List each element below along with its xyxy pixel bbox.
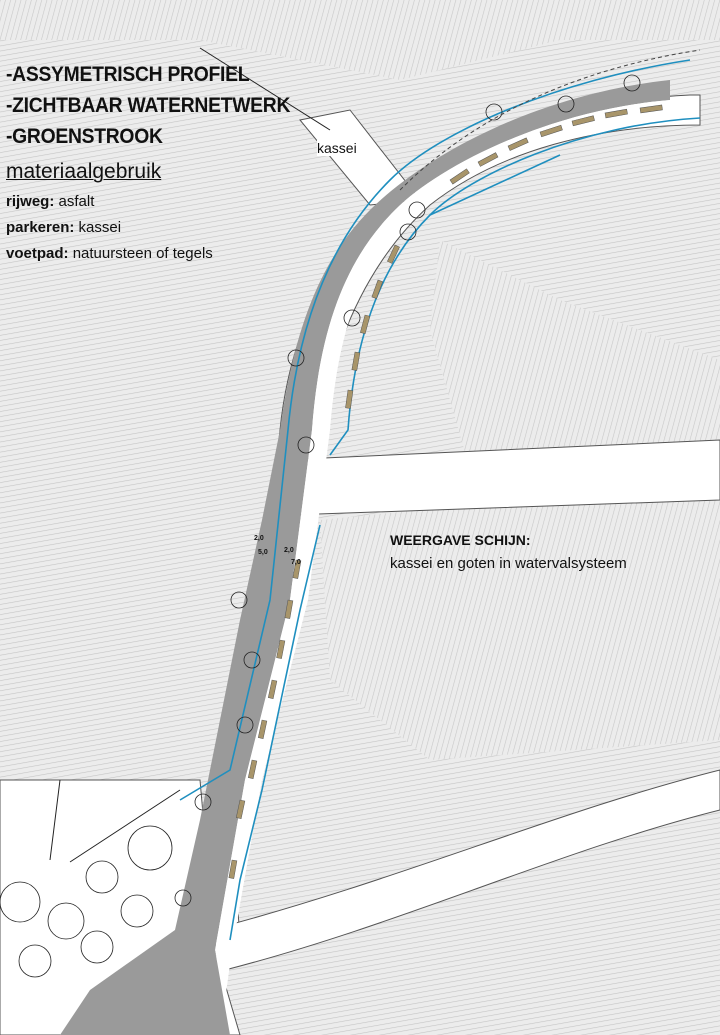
roadway-light [215,100,680,1000]
material-key: voetpad: [6,245,69,262]
material-value: natuursteen of tegels [72,245,213,262]
legend-title: WEERGAVE SCHIJN: [390,532,531,548]
material-value: asfalt [58,193,95,210]
dimension-label: 2,0 [284,547,294,554]
trees [0,74,641,978]
material-value: kassei [78,219,122,236]
title-line-1: -ASSYMETRISCH PROFIEL [6,63,250,86]
material-key: parkeren: [6,219,75,236]
material-item-voetpad: voetpad: natuursteen of tegels [6,245,213,262]
parking-strips [228,104,663,879]
title-line-3: -GROENSTROOK [6,125,163,148]
material-item-parkeren: parkeren: kassei [6,219,121,236]
dimension-label: 2,0 [254,535,264,542]
roadway-asphalt [60,80,670,1035]
legend-text: kassei en goten in watervalsysteem [390,555,627,572]
material-key: rijweg: [6,193,55,210]
construction-lines [49,47,701,863]
title-line-2: -ZICHTBAAR WATERNETWERK [6,94,291,117]
material-item-rijweg: rijweg: asfalt [6,193,94,210]
materials-heading: materiaalgebruik [6,160,162,183]
dimension-label: 5,0 [258,549,268,556]
street-label-kassei: kassei [317,140,357,156]
dimension-label: 7,0 [291,559,301,566]
